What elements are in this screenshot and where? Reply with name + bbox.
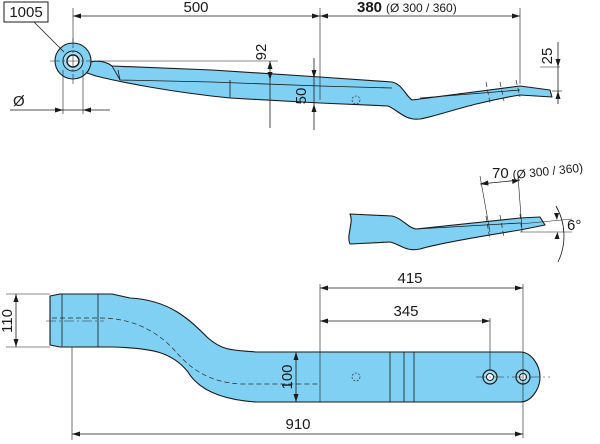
spring-body-side	[77, 60, 553, 120]
leaf-line	[117, 69, 121, 81]
dim-length-hole-2: 415	[397, 270, 422, 287]
leaf-line	[111, 65, 393, 89]
leaf-line	[485, 81, 491, 104]
part-number-label: 1005	[9, 4, 42, 21]
dim-angle: 6°	[567, 217, 581, 234]
dim-thickness: 50	[293, 88, 310, 105]
part-number-box	[3, 1, 49, 23]
leaf-line	[419, 89, 521, 99]
dim-height-offset: 92	[253, 44, 270, 61]
dim-diameter: Ø	[13, 93, 25, 110]
dim-length-end: 380	[357, 0, 382, 16]
dim-detail-length: 70	[492, 165, 509, 182]
side-view: 1005 500 380 (Ø 300 / 360) 92 50	[3, 0, 562, 130]
dim-width-body: 100	[279, 364, 296, 389]
spring-end-detail	[348, 213, 546, 251]
leaf-line	[515, 79, 521, 98]
leaf-line	[499, 81, 505, 102]
detail-view: 70 (Ø 300 / 360) 6°	[348, 161, 584, 263]
dim-length-end-note: (Ø 300 / 360)	[386, 1, 457, 15]
center-bolt-mark	[351, 95, 361, 105]
dim-detail-length-note: (Ø 300 / 360)	[512, 161, 584, 182]
dim-tip-height: 25	[539, 48, 556, 65]
dim-length-hole-1: 345	[393, 303, 418, 320]
dim-length-main: 500	[183, 0, 208, 16]
plan-view: 110 100 415 345 910	[0, 270, 550, 440]
dim-length-total: 910	[285, 416, 310, 433]
dim-width-head: 110	[0, 309, 16, 333]
